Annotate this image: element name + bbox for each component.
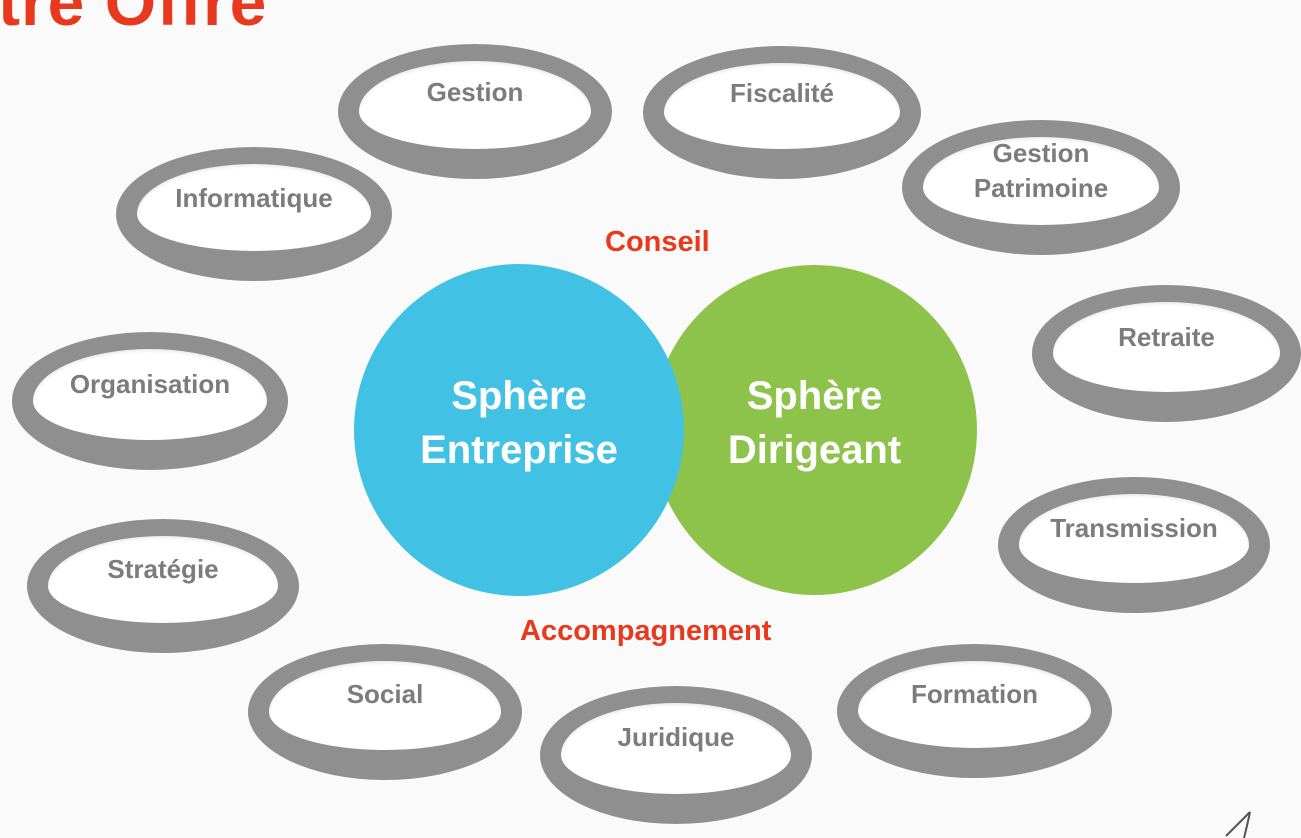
service-fiscalite: Fiscalité [643, 46, 921, 179]
service-social: Social [248, 644, 522, 780]
caption-conseil: Conseil [605, 226, 710, 258]
service-transmission-label: Transmission [1050, 513, 1218, 543]
sphere-entreprise: Sphère Entreprise [354, 264, 684, 596]
sphere-dirigeant-label: Sphère Dirigeant [727, 374, 902, 472]
page-title: tre Offre [0, 0, 268, 39]
service-informatique: Informatique [116, 147, 392, 281]
service-organisation: Organisation [12, 332, 288, 470]
service-formation-label: Formation [910, 679, 1039, 709]
logo-mark [1225, 811, 1251, 838]
service-formation: Formation [837, 644, 1112, 778]
service-informatique-label: Informatique [175, 183, 333, 213]
service-fiscalite-label: Fiscalité [729, 77, 835, 108]
service-gestion-patrimoine: Gestion Patrimoine [902, 120, 1180, 255]
service-juridique-label: Juridique [617, 722, 735, 752]
service-gestion: Gestion [338, 44, 612, 179]
service-social-label: Social [346, 679, 424, 709]
service-retraite: Retraite [1032, 285, 1301, 422]
service-transmission: Transmission [998, 477, 1270, 613]
service-juridique: Juridique [540, 686, 812, 824]
service-organisation-label: Organisation [69, 369, 231, 399]
caption-accompagnement: Accompagnement [520, 615, 772, 647]
service-gestion-label: Gestion [426, 76, 524, 107]
service-retraite-label: Retraite [1118, 321, 1215, 352]
sphere-entreprise-label: Sphère Entreprise [420, 374, 618, 472]
sphere-dirigeant: Sphère Dirigeant [652, 265, 977, 595]
service-strategie-label: Stratégie [107, 554, 219, 584]
service-gestion-patrimoine-label: Gestion Patrimoine [973, 138, 1109, 203]
service-strategie: Stratégie [27, 519, 299, 653]
